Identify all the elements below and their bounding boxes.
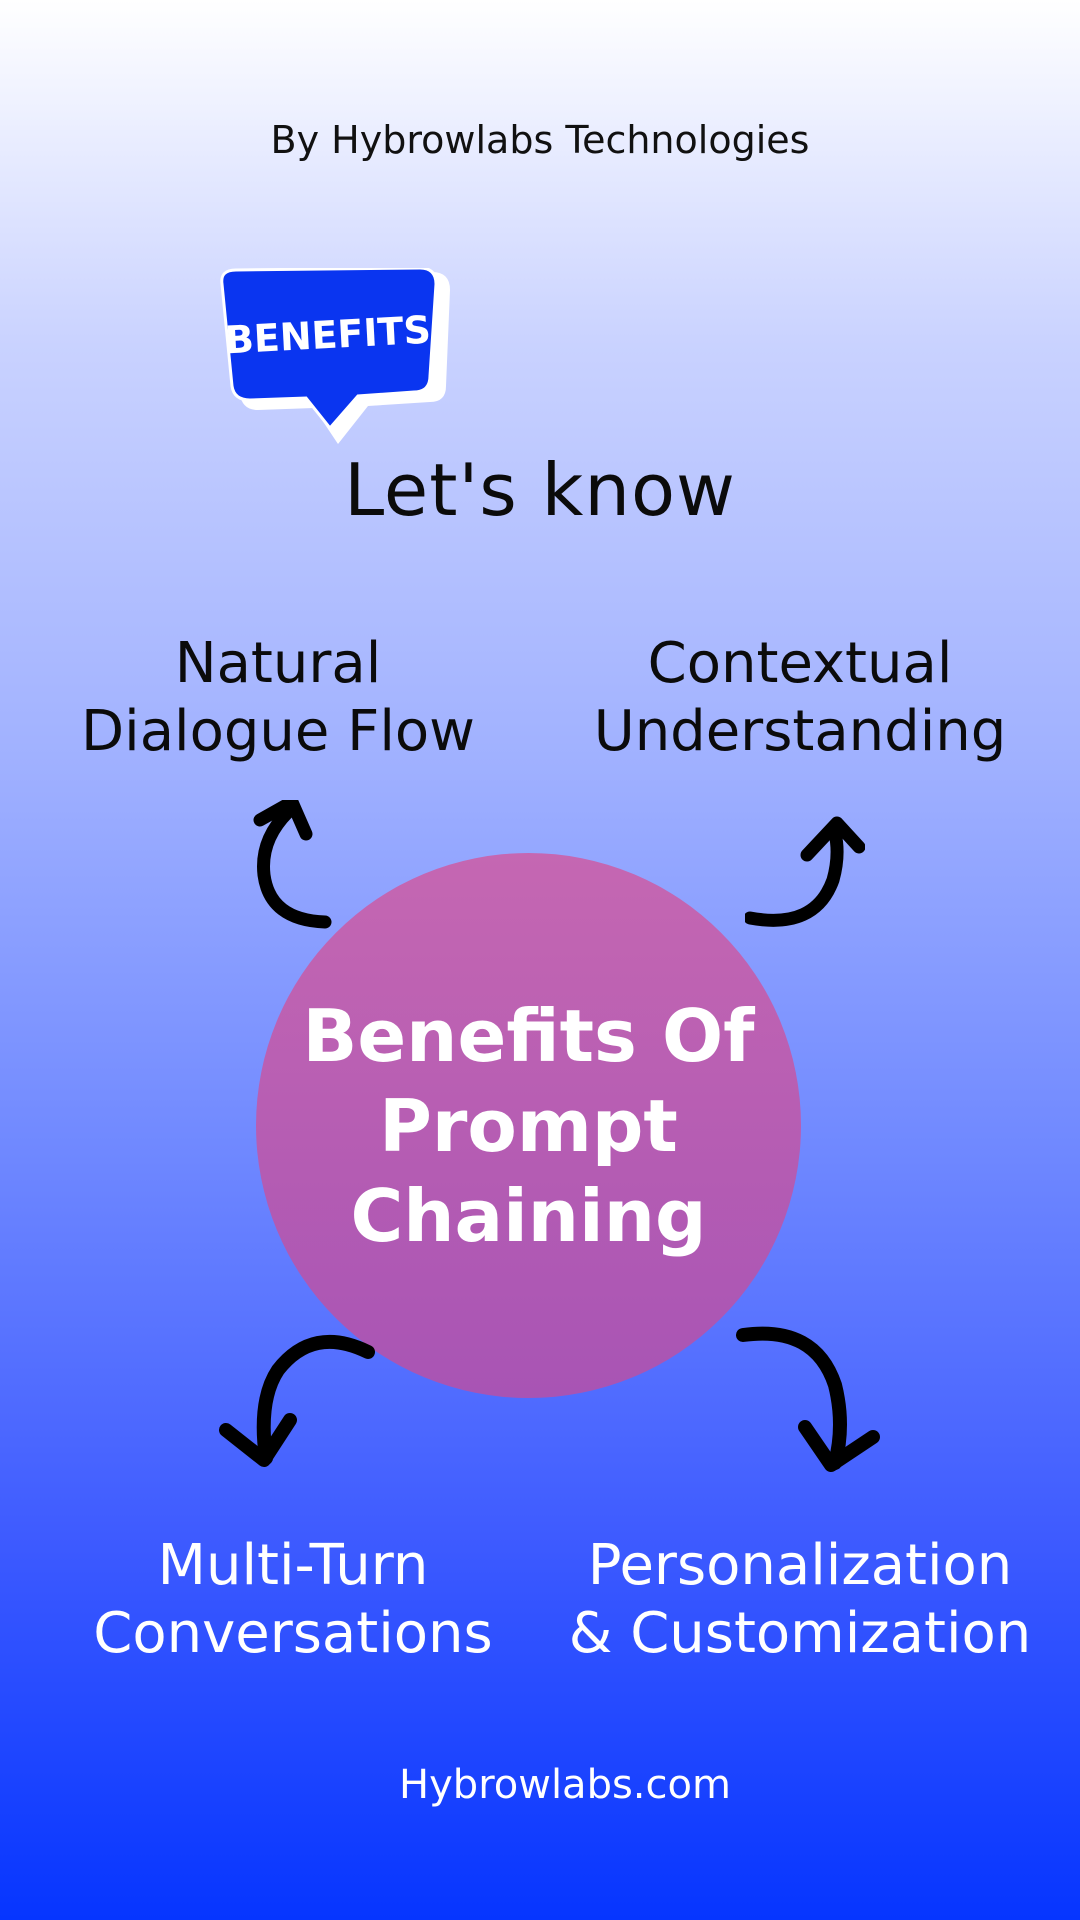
footer-website[interactable]: Hybrowlabs.com xyxy=(399,1762,731,1808)
center-title-line: Chaining xyxy=(350,1173,707,1258)
center-circle: Benefits Of Prompt Chaining xyxy=(256,853,801,1398)
benefit-line: Understanding xyxy=(593,699,1007,764)
benefit-line: Personalization xyxy=(587,1533,1013,1598)
badge-label: BENEFITS xyxy=(224,308,432,363)
center-title: Benefits Of Prompt Chaining xyxy=(299,991,759,1261)
curved-arrow-up-left-icon xyxy=(250,800,340,930)
benefit-line: Multi-Turn xyxy=(157,1533,429,1598)
byline: By Hybrowlabs Technologies xyxy=(270,118,810,162)
center-title-line: Benefits Of xyxy=(302,993,755,1078)
curved-arrow-down-right-icon xyxy=(735,1325,885,1475)
benefit-natural-dialogue-flow: Natural Dialogue Flow xyxy=(43,630,513,766)
benefit-line: Dialogue Flow xyxy=(81,699,475,764)
benefit-personalization-customization: Personalization & Customization xyxy=(565,1532,1035,1668)
curved-arrow-up-right-icon xyxy=(745,815,865,940)
benefit-line: Contextual xyxy=(647,631,953,696)
speech-bubble-icon: BENEFITS xyxy=(220,268,450,444)
benefit-line: & Customization xyxy=(568,1601,1032,1666)
benefit-multi-turn-conversations: Multi-Turn Conversations xyxy=(58,1532,528,1668)
center-title-line: Prompt xyxy=(379,1083,678,1168)
benefit-line: Natural xyxy=(174,631,382,696)
benefit-line: Conversations xyxy=(93,1601,493,1666)
benefit-contextual-understanding: Contextual Understanding xyxy=(565,630,1035,766)
headline: Let's know xyxy=(344,448,736,532)
benefits-badge: BENEFITS xyxy=(218,268,458,458)
curved-arrow-down-left-icon xyxy=(218,1330,378,1470)
